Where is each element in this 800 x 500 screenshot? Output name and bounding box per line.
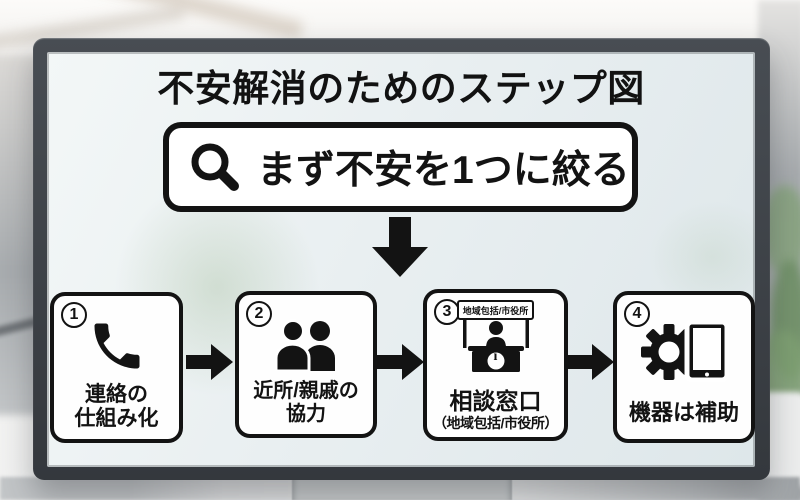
step-card-4: 4 — [613, 291, 755, 443]
tv-stand — [292, 478, 512, 500]
down-arrow-icon — [372, 217, 428, 277]
step-label: 相談窓口 （地域包括/市役所） — [433, 388, 558, 431]
right-arrow-icon — [567, 344, 614, 380]
step-number-badge: 1 — [61, 302, 87, 328]
step-label: 近所/親戚の 協力 — [253, 380, 359, 425]
tv-frame: 不安解消のためのステップ図 まず不安を1つに絞る 1 連絡の 仕組み化 — [33, 38, 770, 480]
focus-banner-label: まず不安を1つに絞る — [257, 149, 630, 192]
step-label: 機器は補助 — [628, 399, 739, 425]
slide: 不安解消のためのステップ図 まず不安を1つに絞る 1 連絡の 仕組み化 — [47, 52, 755, 467]
focus-banner: まず不安を1つに絞る — [163, 122, 638, 212]
step-number-badge: 4 — [624, 301, 650, 327]
info-desk-icon: 地域包括/市役所 i — [427, 300, 564, 379]
step-card-1: 1 連絡の 仕組み化 — [50, 292, 183, 443]
gear-tablet-icon — [617, 313, 751, 387]
desk-sign-label: 地域包括/市役所 — [456, 300, 535, 320]
right-arrow-icon — [186, 344, 233, 380]
step-number-badge: 2 — [246, 301, 272, 327]
step-label: 連絡の 仕組み化 — [74, 382, 159, 430]
step-card-3: 3 地域包括/市役所 i 相談窓口 — [423, 289, 568, 441]
right-arrow-icon — [377, 344, 424, 380]
info-symbol: i — [493, 349, 498, 364]
phone-icon — [54, 316, 179, 376]
search-icon — [191, 143, 239, 191]
people-icon — [239, 319, 373, 371]
step-card-2: 2 近所/親戚の 協力 — [235, 291, 377, 438]
slide-title: 不安解消のためのステップ図 — [157, 68, 645, 109]
